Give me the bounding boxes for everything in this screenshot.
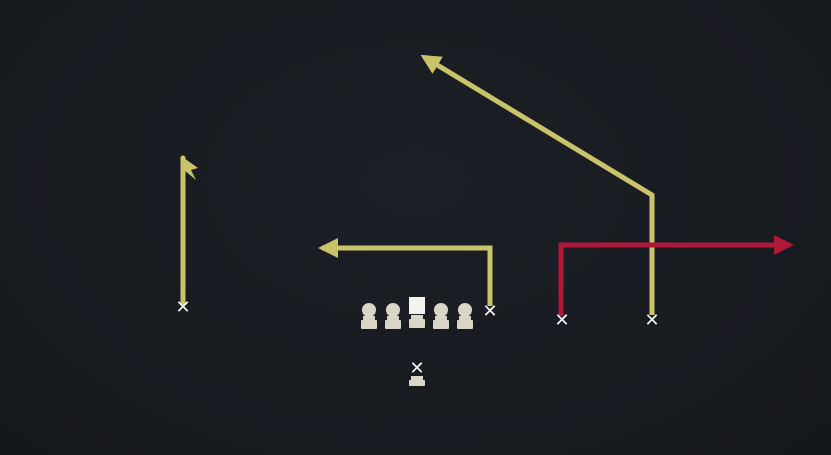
left-guard[interactable] bbox=[385, 303, 401, 329]
x-icon: ✕ bbox=[175, 297, 190, 318]
offensive-line bbox=[361, 297, 473, 329]
left-tackle[interactable] bbox=[361, 303, 377, 329]
slot-right-marker[interactable]: ✕ bbox=[482, 301, 497, 322]
qb-marker[interactable]: ✕ bbox=[409, 358, 425, 386]
right-tackle[interactable] bbox=[457, 303, 473, 329]
wr-right-outer-marker[interactable]: ✕ bbox=[644, 310, 659, 331]
center[interactable] bbox=[409, 297, 425, 328]
x-icon: ✕ bbox=[554, 310, 569, 331]
go-route bbox=[180, 155, 198, 306]
wr-right-inner-marker[interactable]: ✕ bbox=[554, 310, 569, 331]
wr-left-marker[interactable]: ✕ bbox=[175, 297, 190, 318]
x-icon: ✕ bbox=[482, 301, 497, 322]
post-corner-route bbox=[420, 54, 655, 315]
x-icon: ✕ bbox=[409, 358, 424, 379]
route-flag-icon bbox=[181, 156, 198, 180]
out-route bbox=[558, 235, 794, 316]
center-square-icon bbox=[409, 297, 425, 314]
hitch-in-route bbox=[318, 238, 493, 306]
right-guard[interactable] bbox=[433, 303, 449, 329]
x-icon: ✕ bbox=[644, 310, 659, 331]
